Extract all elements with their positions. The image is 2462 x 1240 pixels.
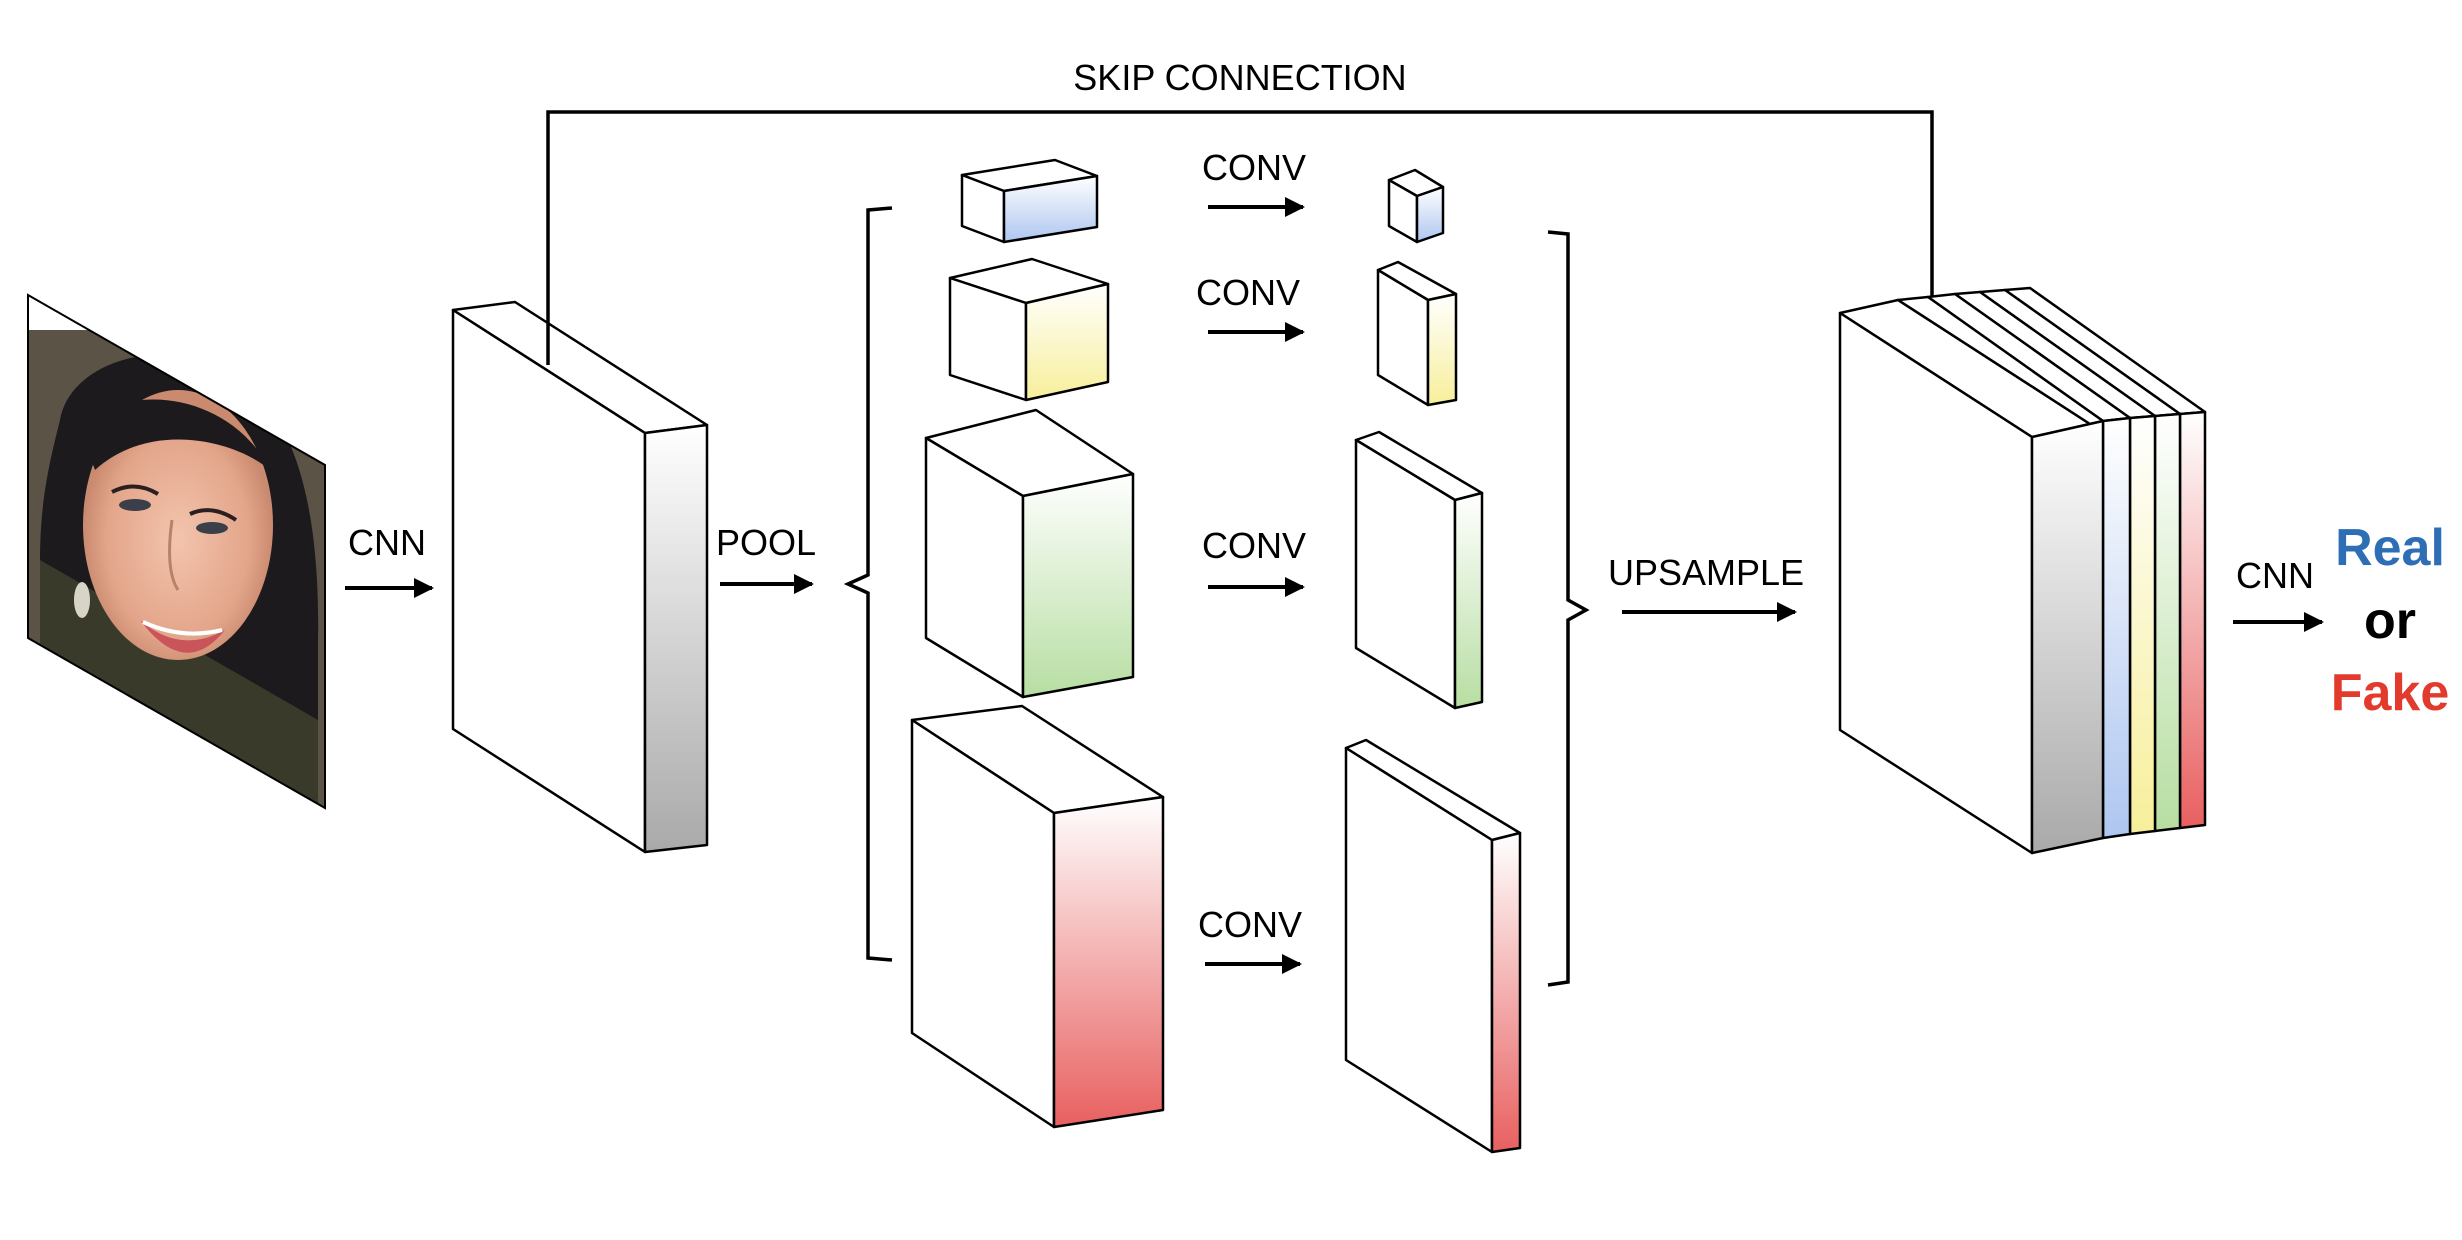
concatenated-block xyxy=(1838,286,2207,855)
pool-label: POOL xyxy=(716,522,816,563)
result-fake: Fake xyxy=(2331,664,2450,722)
skip-connection-label: SKIP CONNECTION xyxy=(1073,57,1406,98)
right-bracket xyxy=(1547,230,1590,987)
conv-block-yellow xyxy=(1376,260,1458,407)
skip-connection xyxy=(546,110,1941,367)
conv-label-3: CONV xyxy=(1202,525,1306,566)
conv-label-4: CONV xyxy=(1198,904,1302,945)
result-or: or xyxy=(2364,592,2416,650)
pooled-block-yellow xyxy=(948,257,1110,402)
conv-label-1: CONV xyxy=(1202,147,1306,188)
face-image xyxy=(27,293,326,810)
conv-block-red xyxy=(1344,738,1522,1154)
cnn-output-label: CNN xyxy=(2236,555,2314,596)
conv-label-2: CONV xyxy=(1196,272,1300,313)
pooled-block-green xyxy=(924,408,1135,699)
upsample-label: UPSAMPLE xyxy=(1608,552,1804,593)
left-bracket xyxy=(843,206,893,962)
pooled-block-red xyxy=(910,704,1165,1129)
conv-block-blue xyxy=(1387,168,1445,244)
feature-map-block xyxy=(451,300,709,854)
cnn-input-label: CNN xyxy=(348,522,426,563)
conv-block-green xyxy=(1354,430,1484,710)
pooled-block-blue xyxy=(960,158,1099,244)
result-real: Real xyxy=(2335,519,2445,577)
